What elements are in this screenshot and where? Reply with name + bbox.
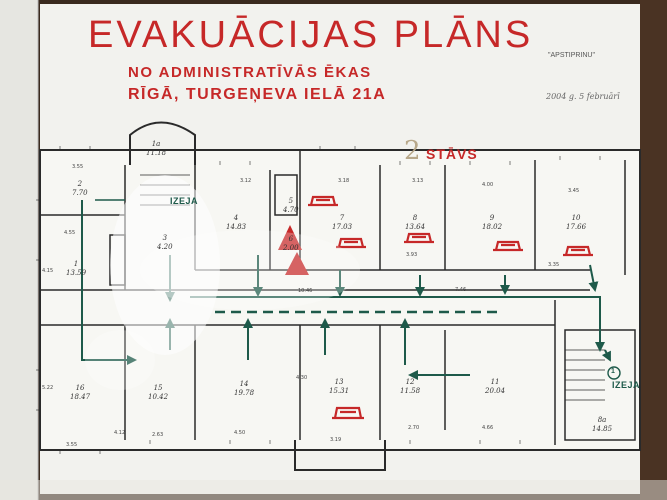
building-address: RĪGĀ, TURGEŅEVA IELĀ 21A: [128, 86, 387, 103]
warning-icon: [285, 252, 309, 275]
dimension-label: 3.18: [338, 178, 350, 184]
dimension-label: 3.13: [412, 178, 424, 184]
exit-badge-number: 1: [611, 368, 616, 375]
dimension-label: 4.30: [296, 375, 308, 381]
approval-stamp-text: "APSTIPRINU": [548, 52, 595, 59]
approval-date: 2004 g. 5 februārī: [546, 92, 620, 101]
exit-label-right: IZEJA: [612, 380, 641, 390]
phone-icon: [563, 245, 593, 257]
dimension-label: 3.93: [406, 252, 418, 258]
hazard-triangles: [278, 225, 309, 275]
dimension-label: 4.50: [234, 430, 246, 436]
dimension-label: 3.45: [568, 188, 580, 194]
evacuation-routes: [81, 199, 611, 380]
dimension-label: 4.55: [64, 230, 76, 236]
plan-title: EVAKUĀCIJAS PLĀNS: [88, 14, 534, 56]
dimension-label: 4.15: [42, 268, 54, 274]
floor-label: STĀVS: [426, 146, 478, 162]
dimension-label: 3.55: [72, 164, 84, 170]
warning-icon: [278, 225, 302, 250]
phone-icon: [493, 240, 523, 252]
dimension-label: 3.19: [330, 437, 342, 443]
dimension-label: 4.12: [114, 430, 126, 436]
phone-icon: [336, 237, 366, 249]
left-board-edge: [0, 0, 38, 500]
exit-badge: [607, 366, 621, 380]
dimension-label: 2.63: [152, 432, 164, 438]
dimension-label: 3.55: [66, 442, 78, 448]
telephone-icons: [308, 195, 593, 420]
dimension-label: 7.46: [455, 287, 467, 293]
building-name: NO ADMINISTRATĪVĀS ĒKAS: [128, 64, 372, 81]
dimension-label: 4.66: [482, 425, 494, 431]
dimension-label: 4.00: [482, 182, 494, 188]
dimension-label: 2.70: [408, 425, 420, 431]
exit-label-left: IZEJA: [170, 196, 199, 206]
dimension-label: 10.46: [298, 288, 313, 294]
phone-icon: [308, 195, 338, 207]
phone-icon: [404, 232, 434, 244]
dimension-label: 5.22: [42, 385, 54, 391]
floor-number: 2: [404, 136, 421, 166]
glass-glare: [0, 175, 667, 500]
dimension-label: 3.35: [548, 262, 560, 268]
phone-icon: [332, 406, 364, 420]
window-marks: [36, 146, 601, 454]
dimension-label: 3.12: [240, 178, 252, 184]
